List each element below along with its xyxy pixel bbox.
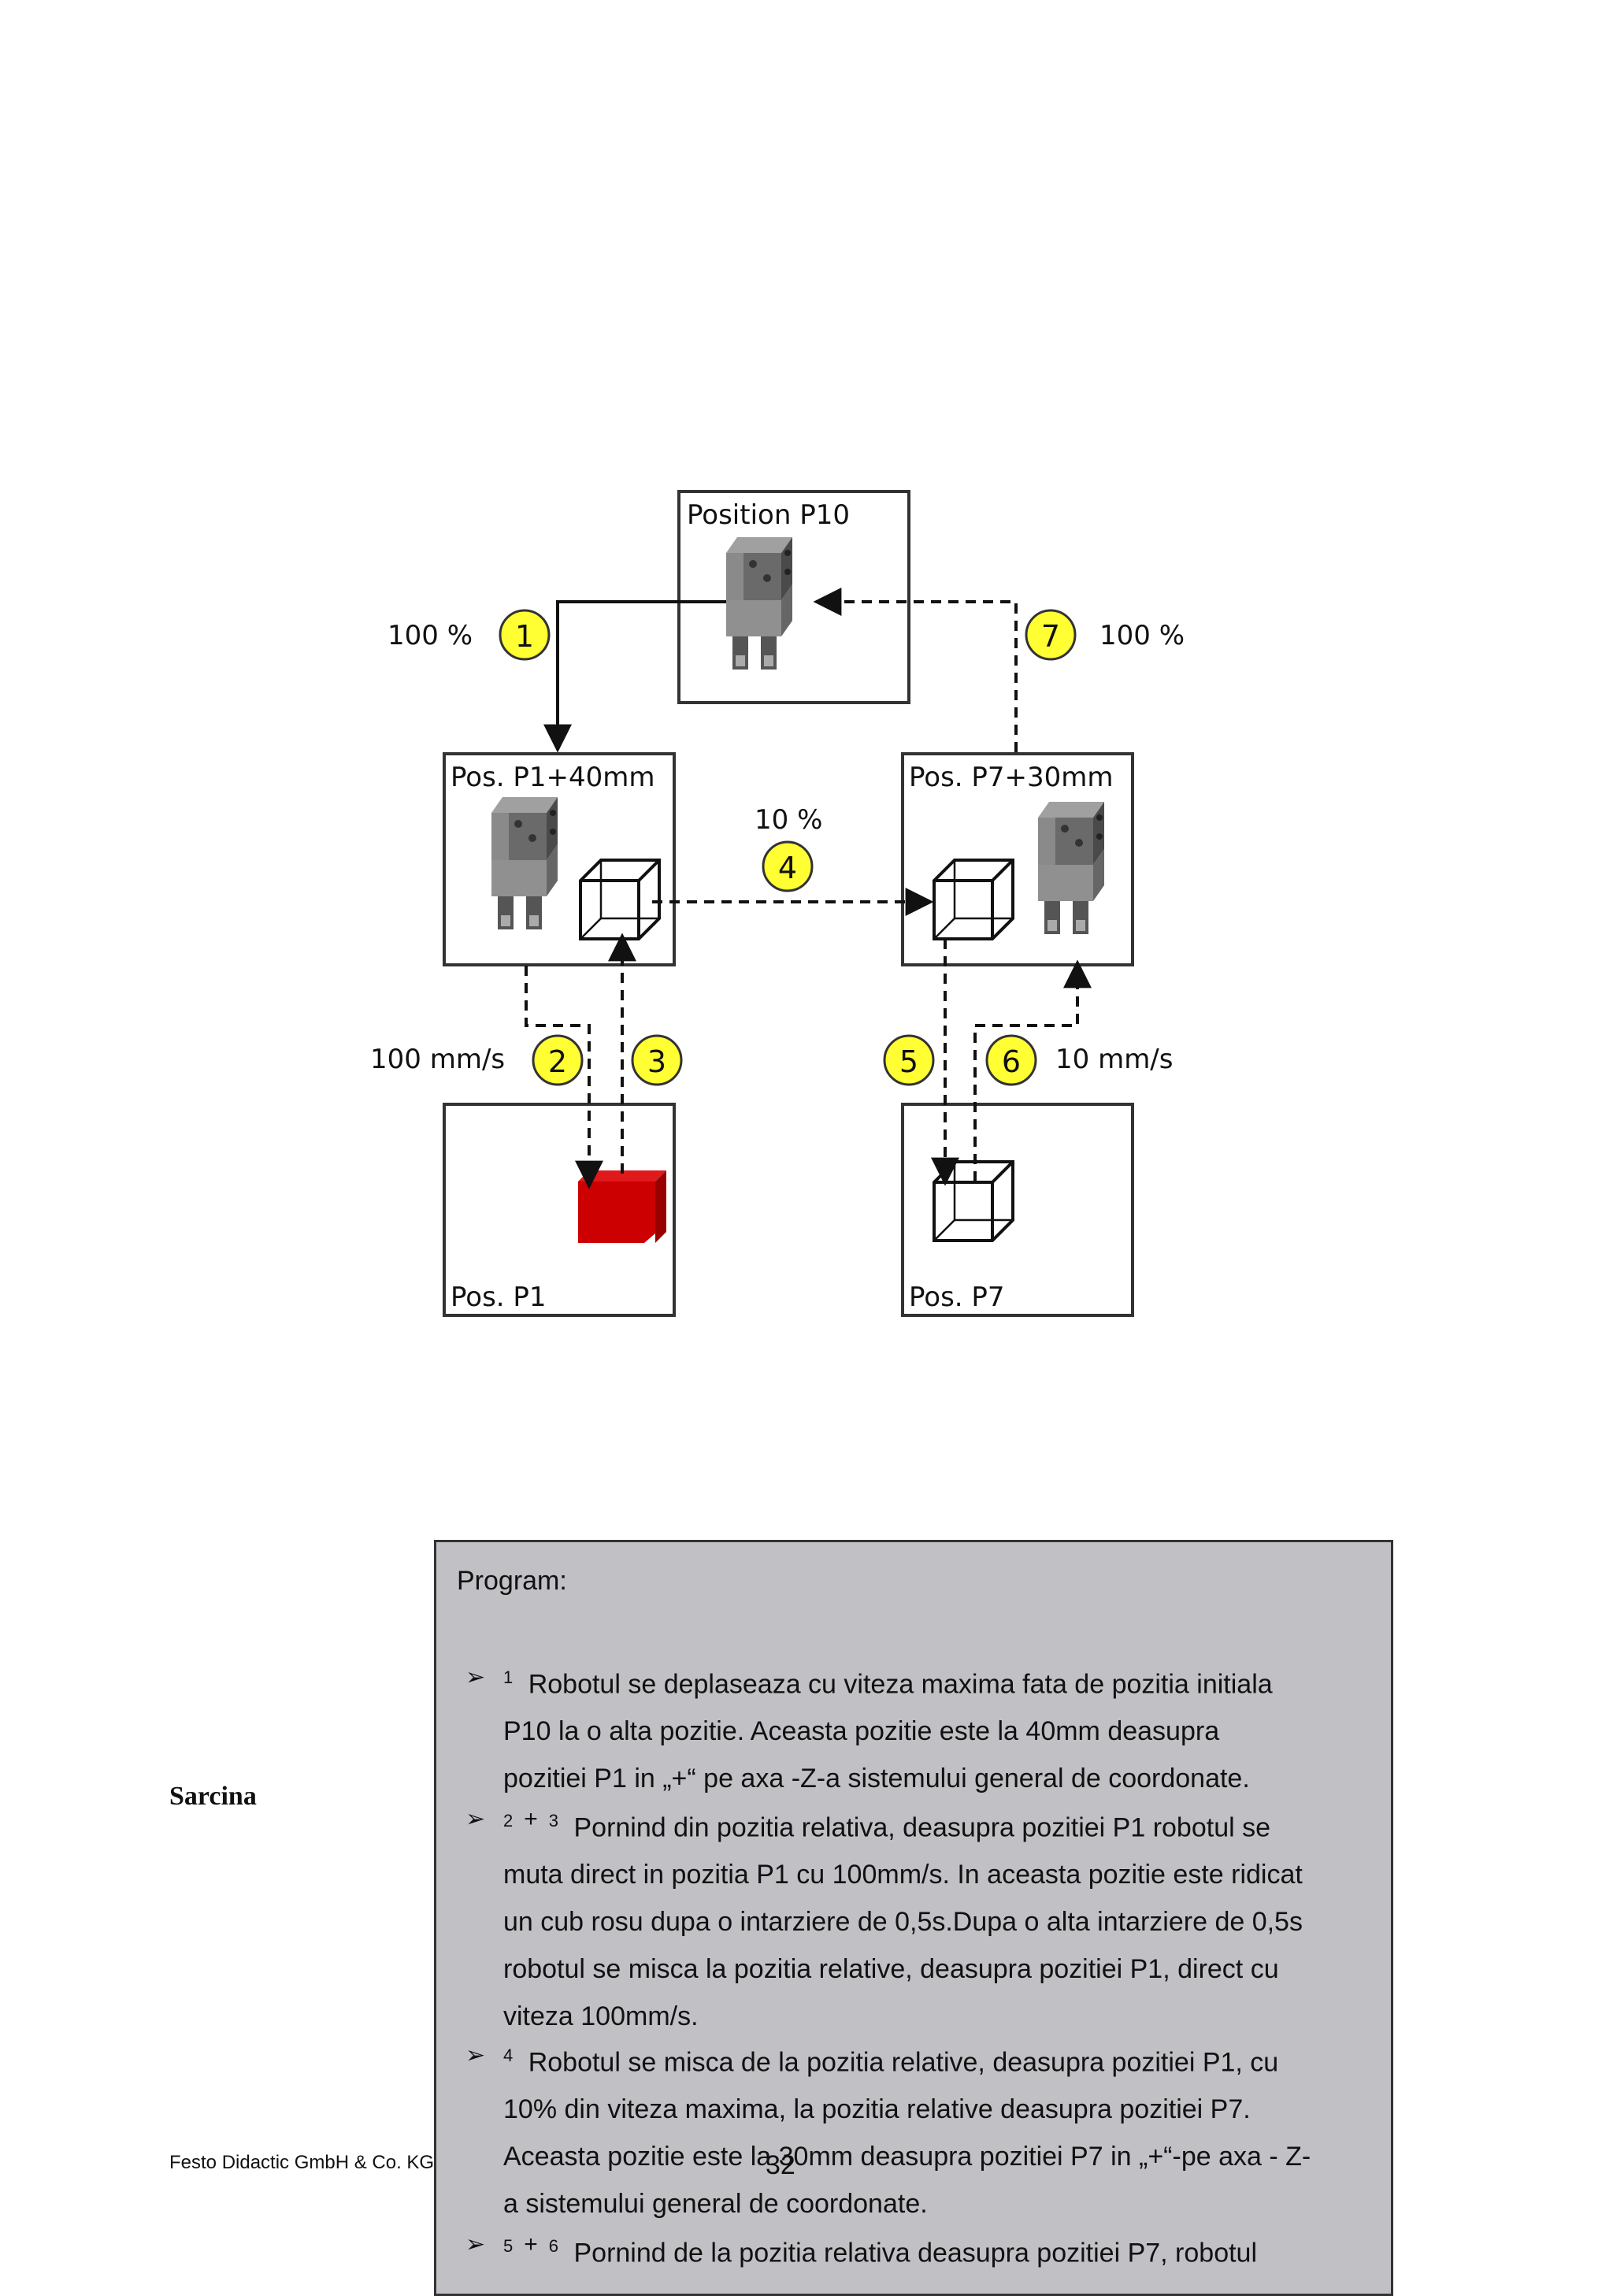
svg-text:7: 7 bbox=[1041, 619, 1060, 654]
item-line: Robotul se misca de la pozitia relative,… bbox=[528, 2047, 1279, 2078]
step-marker-5: 5 bbox=[883, 1034, 935, 1086]
bullet-arrow-icon: ➢ bbox=[465, 2042, 486, 2069]
speed-label-step-7: 100 % bbox=[1099, 620, 1185, 651]
svg-text:3: 3 bbox=[647, 1044, 666, 1079]
robot-motion-diagram: Position P10 Pos. P1+40mm Pos. P7+30mm P… bbox=[370, 490, 1185, 1317]
bullet-arrow-icon: ➢ bbox=[465, 1805, 486, 1833]
label-pos-p1-40mm: Pos. P1+40mm bbox=[451, 762, 655, 793]
arrow-step-1 bbox=[543, 600, 726, 753]
box-position-p10 bbox=[677, 490, 910, 704]
step-marker-2: 2 bbox=[532, 1034, 584, 1086]
arrow-step-2 bbox=[525, 966, 603, 1189]
step-ref: 5 bbox=[503, 2236, 514, 2256]
bullet-arrow-icon: ➢ bbox=[465, 1664, 486, 1691]
program-item-2: ➢ 2+3 Pornind din pozitia relativa, deas… bbox=[465, 1796, 1366, 2040]
item-line: 10% din viteza maxima, la pozitia relati… bbox=[503, 2094, 1251, 2125]
speed-label-step-4: 10 % bbox=[755, 804, 822, 836]
step-marker-1: 1 bbox=[499, 609, 551, 661]
speed-label-step-2: 100 mm/s bbox=[370, 1044, 505, 1075]
bullet-arrow-icon: ➢ bbox=[465, 2231, 486, 2258]
item-line: viteza 100mm/s. bbox=[503, 2001, 699, 2032]
item-line: muta direct in pozitia P1 cu 100mm/s. In… bbox=[503, 1860, 1303, 1890]
step-marker-4: 4 bbox=[762, 840, 814, 892]
speed-label-step-1: 100 % bbox=[387, 620, 473, 651]
program-item-4: ➢ 5+6 Pornind de la pozitia relativa dea… bbox=[465, 2221, 1366, 2276]
step-ref: 1 bbox=[503, 1667, 514, 1687]
label-pos-p7: Pos. P7 bbox=[909, 1282, 1005, 1313]
item-line: Pornind din pozitia relativa, deasupra p… bbox=[573, 1812, 1271, 1843]
step-ref: 3 bbox=[548, 1811, 559, 1830]
program-title: Program: bbox=[457, 1566, 567, 1596]
step-marker-6: 6 bbox=[985, 1034, 1037, 1086]
step-ref: 4 bbox=[503, 2046, 514, 2065]
label-pos-p7-30mm: Pos. P7+30mm bbox=[909, 762, 1114, 793]
label-position-p10: Position P10 bbox=[687, 499, 850, 531]
step-marker-7: 7 bbox=[1025, 609, 1077, 661]
side-heading-sarcina: Sarcina bbox=[169, 1782, 257, 1811]
item-line: un cub rosu dupa o intarziere de 0,5s.Du… bbox=[503, 1907, 1303, 1938]
program-item-1: ➢ 1 Robotul se deplaseaza cu viteza maxi… bbox=[465, 1654, 1366, 1802]
item-line: Pornind de la pozitia relativa deasupra … bbox=[573, 2238, 1258, 2268]
label-pos-p1: Pos. P1 bbox=[451, 1282, 547, 1313]
program-box: Program: ➢ 1 Robotul se deplaseaza cu vi… bbox=[434, 1540, 1393, 2296]
arrow-step-6 bbox=[973, 959, 1092, 1181]
item-line: a sistemului general de coordonate. bbox=[503, 2189, 928, 2220]
program-item-3: ➢ 4 Robotul se misca de la pozitia relat… bbox=[465, 2032, 1366, 2227]
item-line: Aceasta pozitie este la 30mm deasupra po… bbox=[503, 2142, 1311, 2172]
red-cube-icon bbox=[578, 1170, 666, 1243]
page-number: 32 bbox=[766, 2150, 795, 2180]
step-ref: 6 bbox=[548, 2236, 559, 2256]
svg-text:1: 1 bbox=[515, 619, 534, 654]
svg-text:4: 4 bbox=[778, 851, 797, 885]
svg-text:6: 6 bbox=[1002, 1044, 1021, 1079]
cube-outline-icon bbox=[579, 859, 661, 940]
svg-text:2: 2 bbox=[548, 1044, 567, 1079]
speed-label-step-6: 10 mm/s bbox=[1055, 1044, 1173, 1075]
item-line: P10 la o alta pozitie. Aceasta pozitie e… bbox=[503, 1716, 1220, 1747]
arrow-step-7 bbox=[813, 588, 1018, 752]
item-line: Robotul se deplaseaza cu viteza maxima f… bbox=[528, 1669, 1273, 1700]
item-line: pozitiei P1 in „+“ pe axa -Z-a sistemulu… bbox=[503, 1764, 1250, 1794]
item-line: robotul se misca la pozitia relative, de… bbox=[503, 1954, 1279, 1985]
cube-outline-icon bbox=[933, 859, 1014, 940]
footer-company: Festo Didactic GmbH & Co. KG bbox=[169, 2152, 435, 2173]
step-ref: 2 bbox=[503, 1811, 514, 1830]
step-marker-3: 3 bbox=[631, 1034, 683, 1086]
svg-text:5: 5 bbox=[899, 1044, 918, 1079]
